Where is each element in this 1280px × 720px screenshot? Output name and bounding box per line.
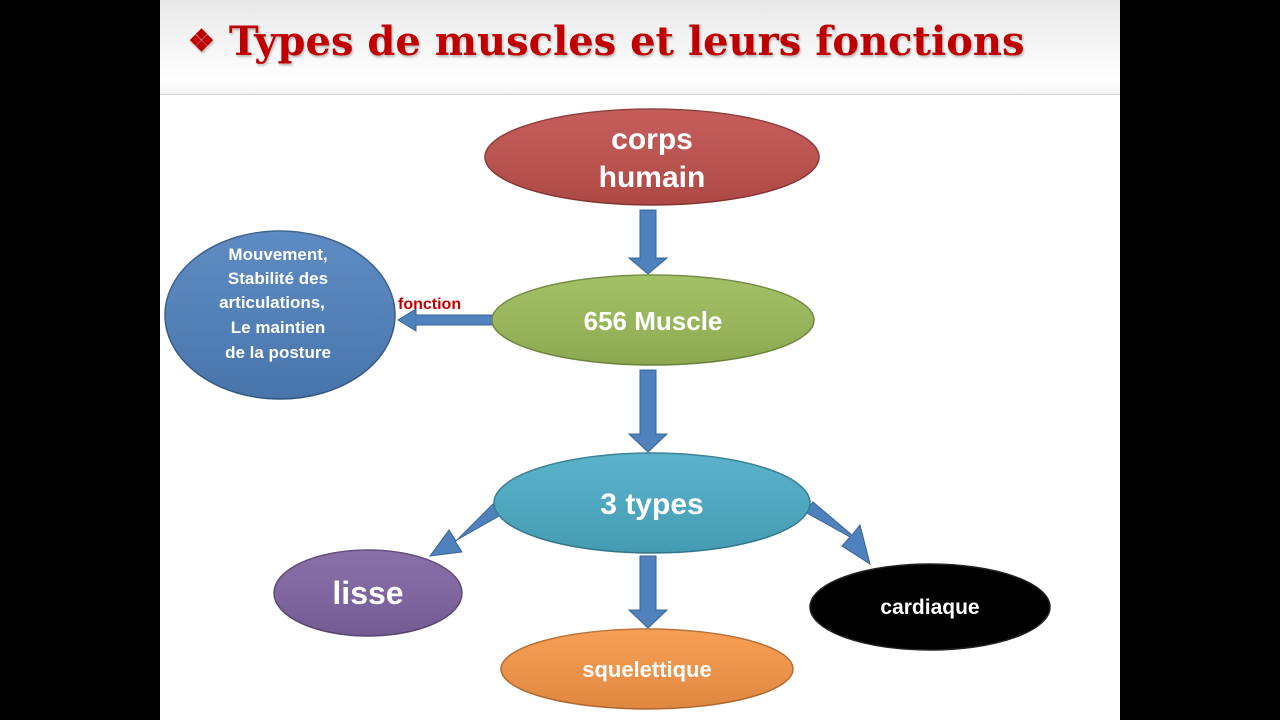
function-line-2: Stabilité des	[228, 269, 328, 288]
concept-diagram: fonction corps humain 656 Muscle Mouveme…	[164, 108, 1051, 710]
arrow-muscle-to-functions	[397, 308, 493, 332]
node-squelettique-label: squelettique	[582, 657, 712, 682]
function-line-5: de la posture	[225, 343, 331, 362]
node-corps-humain-line2: humain	[599, 161, 706, 194]
arrow-muscle-to-types	[627, 369, 669, 453]
node-656-muscle: 656 Muscle	[491, 274, 815, 366]
edge-label-fonction: fonction	[398, 296, 461, 313]
node-656-muscle-label: 656 Muscle	[584, 306, 723, 336]
arrow-types-to-squelettique	[627, 555, 669, 629]
arrow-types-to-cardiaque	[804, 501, 871, 566]
diamond-bullet-icon: ❖	[188, 24, 215, 59]
node-lisse-label: lisse	[332, 575, 403, 611]
node-squelettique: squelettique	[500, 628, 794, 710]
node-3-types: 3 types	[493, 452, 811, 554]
function-line-3: articulations,	[219, 293, 325, 312]
node-cardiaque-label: cardiaque	[880, 596, 979, 619]
node-functions: Mouvement, Stabilité des articulations, …	[164, 230, 396, 400]
slide: ❖ Types de muscles et leurs fonctions	[160, 0, 1120, 720]
title-bar: ❖ Types de muscles et leurs fonctions	[160, 0, 1120, 95]
arrow-types-to-lisse	[428, 503, 502, 557]
arrow-root-to-muscle	[627, 209, 669, 275]
node-corps-humain-line1: corps	[611, 123, 693, 156]
function-line-4: Le maintien	[231, 318, 325, 337]
node-cardiaque: cardiaque	[809, 563, 1051, 651]
function-line-1: Mouvement,	[228, 245, 327, 264]
slide-title-text: Types de muscles et leurs fonctions	[228, 18, 1025, 65]
node-corps-humain: corps humain	[484, 108, 820, 206]
node-3-types-label: 3 types	[600, 488, 703, 521]
slide-title: ❖ Types de muscles et leurs fonctions	[188, 18, 1024, 65]
node-lisse: lisse	[273, 549, 463, 637]
